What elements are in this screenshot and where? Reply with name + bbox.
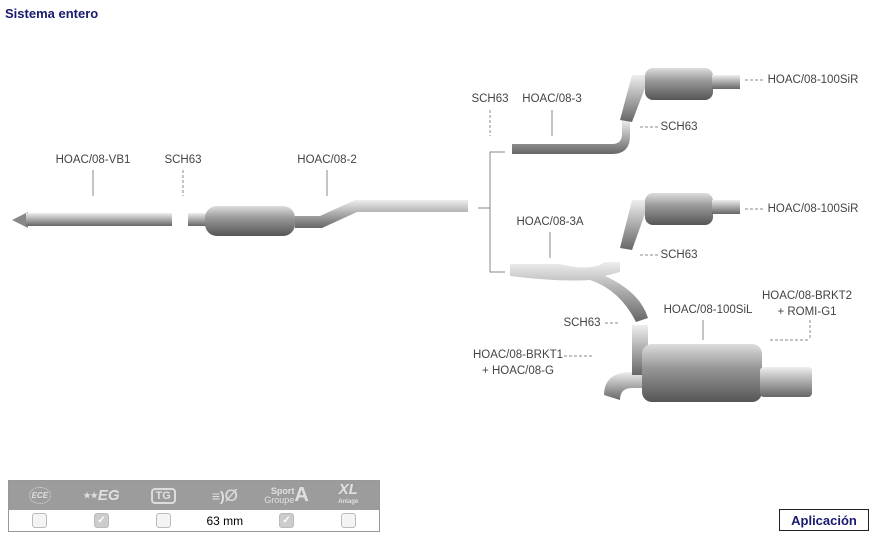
eg-checkbox[interactable]: ✓ xyxy=(94,513,109,528)
a-text: A xyxy=(294,484,309,506)
diameter-value: 63 mm xyxy=(206,513,244,528)
rear-muffler-r1 xyxy=(620,68,740,122)
label-hoac-08-3: HOAC/08-3 xyxy=(522,93,582,105)
page-title: Sistema entero xyxy=(5,6,99,21)
label-line: + ROMI-G1 xyxy=(777,306,837,318)
pipe-3 xyxy=(512,120,630,154)
label-hoac-08-100sir: HOAC/08-100SiR xyxy=(767,203,859,215)
label-hoac-08-vb1: HOAC/08-VB1 xyxy=(55,154,131,166)
stars-icon: ★★ xyxy=(83,491,98,500)
xl-anlage-checkbox[interactable] xyxy=(340,513,356,528)
label-sch63: SCH63 xyxy=(164,154,202,166)
label-sch63: SCH63 xyxy=(471,93,509,105)
front-pipe-vb1 xyxy=(12,212,172,228)
label-hoac-08-100sil: HOAC/08-100SiL xyxy=(663,304,753,316)
label-sch63: SCH63 xyxy=(660,121,698,133)
ece-checkbox[interactable] xyxy=(32,513,48,528)
label-line: + HOAC/08-G xyxy=(482,365,554,377)
middle-muffler-2 xyxy=(188,200,468,236)
label-hoac-08-2: HOAC/08-2 xyxy=(297,154,357,166)
ece-icon: ECE xyxy=(9,481,71,510)
eg-icon: ★★EG xyxy=(71,481,133,510)
sport-groupe-a-checkbox[interactable]: ✓ xyxy=(279,513,295,528)
anlage-text: Anlage xyxy=(338,498,359,505)
label-hoac-08-100sir: HOAC/08-100SiR xyxy=(767,74,859,86)
tg-checkbox[interactable] xyxy=(155,513,171,528)
aplicacion-button[interactable]: Aplicación xyxy=(779,509,869,531)
label-hoac-08-brkt2: HOAC/08-BRKT2 + ROMI-G1 xyxy=(762,288,852,320)
diameter-symbol: Ø xyxy=(224,485,238,505)
rear-muffler-left xyxy=(604,325,812,402)
label-hoac-08-brkt1: HOAC/08-BRKT1 + HOAC/08-G xyxy=(473,347,563,379)
ece-text: ECE xyxy=(28,487,52,504)
eg-text: EG xyxy=(97,487,120,504)
sport-text: Sport xyxy=(270,485,295,496)
label-line: HOAC/08-BRKT2 xyxy=(761,290,853,302)
label-sch63: SCH63 xyxy=(660,249,698,261)
label-hoac-08-3a: HOAC/08-3A xyxy=(516,216,584,228)
pipe-icon: ≡) xyxy=(211,487,225,504)
groupe-text: Groupe xyxy=(264,494,295,505)
diameter-icon: ≡)Ø xyxy=(194,481,256,510)
rear-muffler-r2 xyxy=(620,193,740,250)
label-sch63: SCH63 xyxy=(563,317,601,329)
tg-text: TG xyxy=(150,487,176,504)
label-line: HOAC/08-BRKT1 xyxy=(472,349,564,361)
exhaust-diagram xyxy=(12,68,812,402)
tg-icon: TG xyxy=(132,481,194,510)
approvals-row: ✓ 63 mm ✓ xyxy=(9,510,379,531)
pipe-3a xyxy=(510,262,648,322)
xl-text: XL xyxy=(338,480,358,498)
